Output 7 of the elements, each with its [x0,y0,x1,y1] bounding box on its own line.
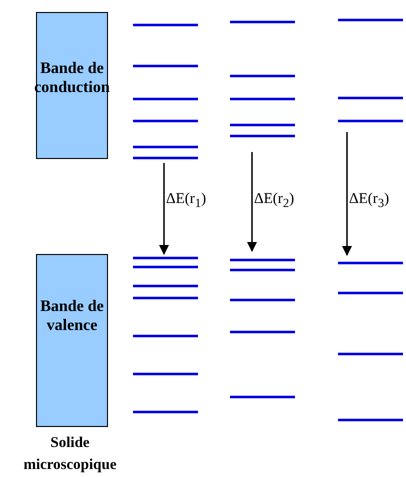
solid-caption: Solide microscopique [22,434,118,475]
gap-label: ΔE(r$_{3}$) [349,191,390,211]
energy-band-box [36,254,108,427]
energy-band-box [36,12,108,159]
gap-label: ΔE(r$_{1}$) [166,191,206,211]
band-label: Bande de valence [39,297,105,335]
gap-label: ΔE(r$_{2}$) [254,191,294,211]
